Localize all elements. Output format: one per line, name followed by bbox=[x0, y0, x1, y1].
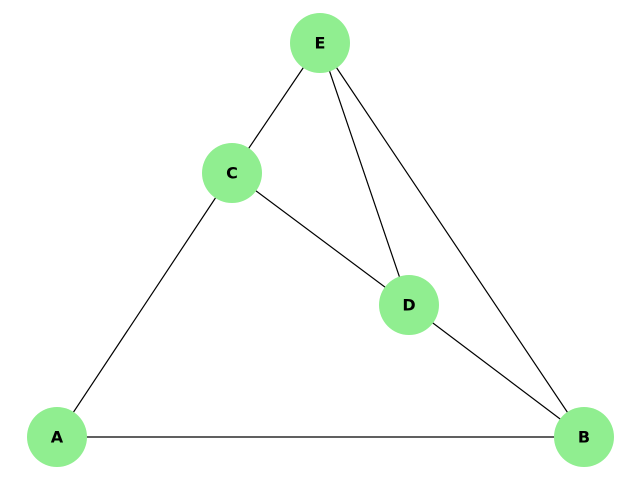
node-E: E bbox=[290, 13, 350, 73]
edge-C-D bbox=[231, 172, 410, 306]
edge-B-E bbox=[319, 42, 585, 438]
node-label-A: A bbox=[51, 428, 64, 447]
node-label-B: B bbox=[578, 428, 590, 447]
node-B: B bbox=[554, 407, 614, 467]
node-circle-B bbox=[554, 407, 614, 467]
node-label-E: E bbox=[315, 34, 326, 53]
node-circle-A bbox=[27, 407, 87, 467]
node-circle-D bbox=[379, 275, 439, 335]
node-circle-C bbox=[202, 143, 262, 203]
node-label-C: C bbox=[226, 164, 238, 183]
edge-A-C bbox=[56, 172, 233, 438]
node-A: A bbox=[27, 407, 87, 467]
node-D: D bbox=[379, 275, 439, 335]
edge-D-E bbox=[319, 42, 410, 306]
node-circle-E bbox=[290, 13, 350, 73]
edge-B-D bbox=[408, 304, 585, 438]
node-C: C bbox=[202, 143, 262, 203]
node-label-D: D bbox=[402, 296, 415, 315]
